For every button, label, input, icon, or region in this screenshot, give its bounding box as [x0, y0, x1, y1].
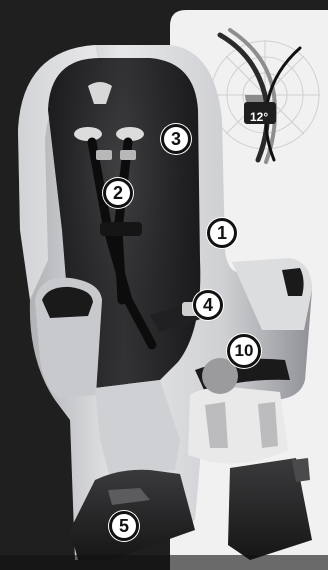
recline-angle-label: 12° — [250, 110, 268, 124]
callout-2: 2 — [103, 178, 133, 208]
callout-10: 10 — [227, 334, 261, 368]
callout-5: 5 — [109, 511, 139, 541]
callout-1: 1 — [207, 218, 237, 248]
callout-4: 4 — [193, 290, 223, 320]
callout-3: 3 — [161, 124, 191, 154]
